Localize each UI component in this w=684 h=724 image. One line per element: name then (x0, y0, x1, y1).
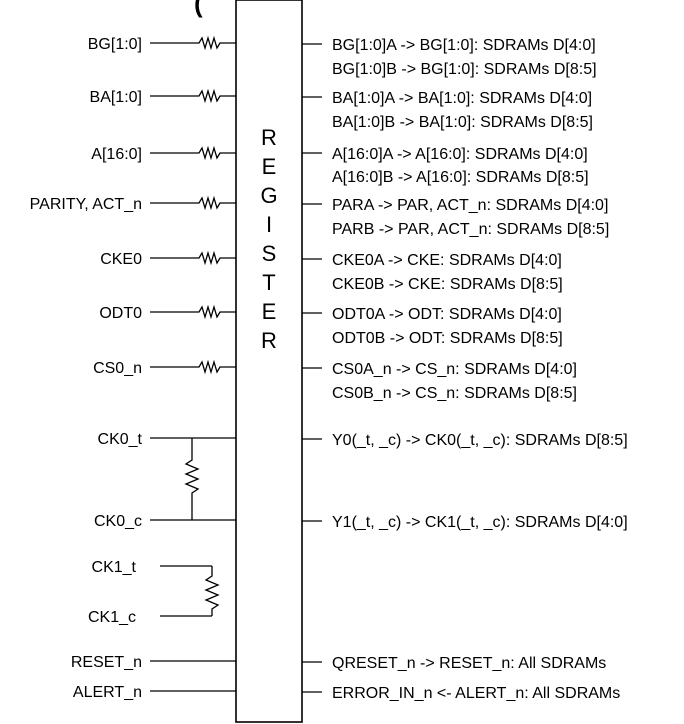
output-parity: PARA -> PAR, ACT_n: SDRAMs D[4:0] PARB -… (302, 197, 609, 238)
register-letter: G (260, 183, 277, 208)
output-y1: Y1(_t, _c) -> CK1(_t, _c): SDRAMs D[4:0] (302, 514, 628, 531)
title-fragment: ( (194, 0, 203, 18)
output-label: Y0(_t, _c) -> CK0(_t, _c): SDRAMs D[8:5] (332, 432, 628, 449)
output-label: ODT0A -> ODT: SDRAMs D[4:0] (332, 306, 562, 323)
input-label-alert: ALERT_n (73, 684, 142, 701)
output-cke: CKE0A -> CKE: SDRAMs D[4:0] CKE0B -> CKE… (302, 252, 563, 293)
input-label-ba: BA[1:0] (90, 89, 142, 106)
series-resistor (150, 88, 236, 104)
input-alert: ALERT_n (73, 684, 236, 701)
input-cke: CKE0 (100, 250, 236, 268)
termination-resistor (204, 566, 220, 616)
output-y0: Y0(_t, _c) -> CK0(_t, _c): SDRAMs D[8:5] (302, 432, 628, 449)
input-odt: ODT0 (99, 304, 236, 322)
series-resistor (150, 35, 236, 51)
input-ba: BA[1:0] (90, 88, 236, 106)
output-a: A[16:0]A -> A[16:0]: SDRAMs D[4:0] A[16:… (302, 146, 589, 186)
input-label-reset: RESET_n (71, 654, 142, 671)
input-label-cke: CKE0 (100, 251, 142, 268)
input-label-cs: CS0_n (93, 360, 142, 377)
output-label: CKE0A -> CKE: SDRAMs D[4:0] (332, 252, 562, 269)
output-odt: ODT0A -> ODT: SDRAMs D[4:0] ODT0B -> ODT… (302, 306, 563, 347)
register-letter: I (266, 212, 272, 237)
register-letter: E (262, 299, 277, 324)
input-ck1-pair: CK1_t CK1_c (88, 559, 220, 626)
output-label: BA[1:0]B -> BA[1:0]: SDRAMs D[8:5] (332, 114, 593, 131)
input-cs: CS0_n (93, 359, 236, 377)
register-letter: T (262, 270, 275, 295)
input-label-ck1c: CK1_c (88, 609, 136, 626)
output-bg: BG[1:0]A -> BG[1:0]: SDRAMs D[4:0] BG[1:… (302, 37, 597, 78)
output-cs: CS0A_n -> CS_n: SDRAMs D[4:0] CS0B_n -> … (302, 361, 577, 402)
output-label: ODT0B -> ODT: SDRAMs D[8:5] (332, 330, 563, 347)
input-label-ck0t: CK0_t (98, 431, 143, 448)
input-label-parity: PARITY, ACT_n (30, 196, 142, 213)
series-resistor (150, 359, 236, 375)
input-label-bg: BG[1:0] (88, 36, 142, 53)
input-label-ck0c: CK0_c (94, 513, 142, 530)
register-label: R E G I S T E R (260, 125, 277, 353)
output-label: QRESET_n -> RESET_n: All SDRAMs (332, 655, 606, 672)
termination-resistor (184, 438, 200, 520)
input-bg: BG[1:0] (88, 35, 236, 53)
input-label-odt: ODT0 (99, 305, 142, 322)
output-label: PARB -> PAR, ACT_n: SDRAMs D[8:5] (332, 221, 609, 238)
series-resistor (150, 195, 236, 211)
input-label-ck1t: CK1_t (92, 559, 137, 576)
register-letter: R (261, 328, 277, 353)
output-label: A[16:0]B -> A[16:0]: SDRAMs D[8:5] (332, 169, 589, 186)
output-label: PARA -> PAR, ACT_n: SDRAMs D[4:0] (332, 197, 608, 214)
output-label: BG[1:0]B -> BG[1:0]: SDRAMs D[8:5] (332, 61, 597, 78)
input-reset: RESET_n (71, 654, 236, 671)
input-label-a: A[16:0] (91, 146, 142, 163)
register-letter: S (262, 241, 277, 266)
output-label: Y1(_t, _c) -> CK1(_t, _c): SDRAMs D[4:0] (332, 514, 628, 531)
series-resistor (150, 250, 236, 266)
input-parity: PARITY, ACT_n (30, 195, 236, 213)
output-qreset: QRESET_n -> RESET_n: All SDRAMs (302, 655, 606, 672)
series-resistor (150, 304, 236, 320)
output-label: BG[1:0]A -> BG[1:0]: SDRAMs D[4:0] (332, 37, 596, 54)
output-label: CS0B_n -> CS_n: SDRAMs D[8:5] (332, 385, 577, 402)
output-label: CS0A_n -> CS_n: SDRAMs D[4:0] (332, 361, 577, 378)
register-letter: E (262, 154, 277, 179)
input-a: A[16:0] (91, 145, 236, 163)
output-ba: BA[1:0]A -> BA[1:0]: SDRAMs D[4:0] BA[1:… (302, 90, 593, 131)
input-ck0-pair: CK0_t CK0_c (94, 431, 236, 530)
output-label: BA[1:0]A -> BA[1:0]: SDRAMs D[4:0] (332, 90, 592, 107)
output-label: CKE0B -> CKE: SDRAMs D[8:5] (332, 276, 563, 293)
series-resistor (150, 145, 236, 161)
output-error: ERROR_IN_n <- ALERT_n: All SDRAMs (302, 685, 620, 702)
output-label: A[16:0]A -> A[16:0]: SDRAMs D[4:0] (332, 146, 588, 163)
output-label: ERROR_IN_n <- ALERT_n: All SDRAMs (332, 685, 620, 702)
register-box (235, 0, 303, 723)
register-letter: R (261, 125, 277, 150)
